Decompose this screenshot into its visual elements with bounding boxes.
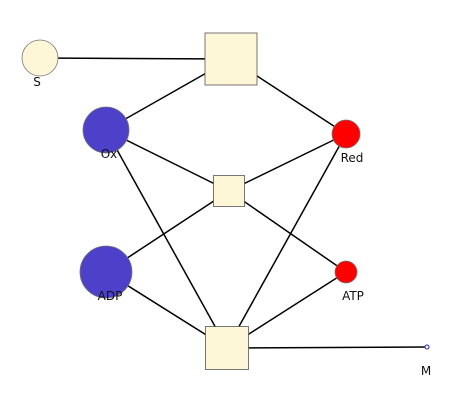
label-s: S (33, 75, 41, 89)
reaction-node-bot (205, 326, 249, 370)
edge-s-r_top (39, 57, 232, 60)
edge-r_mid-atp (228, 190, 347, 273)
label-adp: ADP (98, 289, 123, 303)
label-atp: ATP (342, 289, 364, 303)
edge-ox-r_bot (105, 129, 228, 349)
edge-r_bot-red (226, 133, 347, 349)
node-adp (79, 245, 133, 299)
edge-r_bot-m (226, 346, 428, 349)
node-atp (334, 260, 358, 284)
label-ox: Ox (101, 147, 118, 161)
nodes-layer (21, 32, 430, 370)
node-s (21, 39, 59, 77)
reaction-node-top (204, 32, 258, 86)
reaction-node-mid (213, 175, 245, 207)
node-ox (82, 106, 130, 154)
node-m (424, 344, 430, 350)
label-m: M (421, 364, 431, 378)
node-red (331, 119, 361, 149)
edge-r_mid-red (228, 133, 347, 192)
label-red: Red (341, 151, 364, 165)
